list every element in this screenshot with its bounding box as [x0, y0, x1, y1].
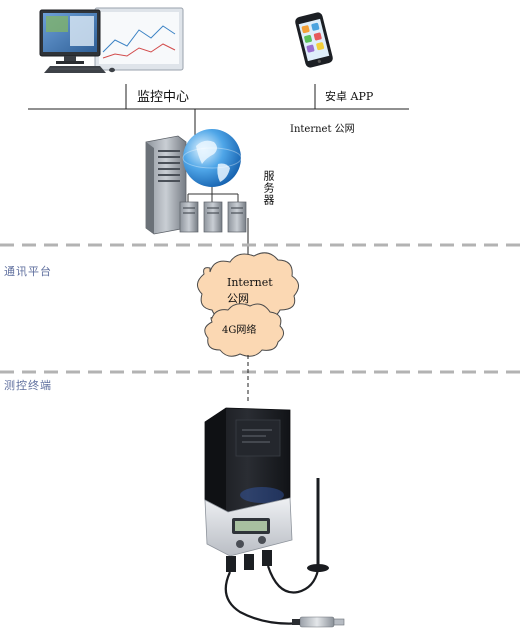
terminal-device-icon — [204, 407, 293, 572]
server-tower-icon — [145, 135, 187, 235]
cloud-internet-label: Internet — [227, 276, 273, 289]
cloud-public-label: 公网 — [227, 292, 249, 305]
pressure-sensor-icon — [292, 616, 345, 628]
monitoring-center-label: 监控中心 — [137, 90, 190, 105]
globe-icon — [182, 129, 242, 187]
smartphone-icon — [295, 12, 333, 68]
antenna-icon — [307, 478, 329, 572]
desktop-computer-icon — [39, 7, 184, 73]
internet-public-label: Internet 公网 — [290, 124, 355, 135]
server-rack-icon — [179, 201, 247, 233]
terminal-section-label: 测控终端 — [4, 379, 52, 392]
cloud-icon — [197, 252, 299, 357]
android-app-label: 安卓 APP — [325, 90, 374, 103]
comm-platform-section-label: 通讯平台 — [4, 265, 52, 278]
cloud-4g-label: 4G网络 — [222, 325, 257, 336]
server-label: 服务器 — [262, 170, 275, 206]
